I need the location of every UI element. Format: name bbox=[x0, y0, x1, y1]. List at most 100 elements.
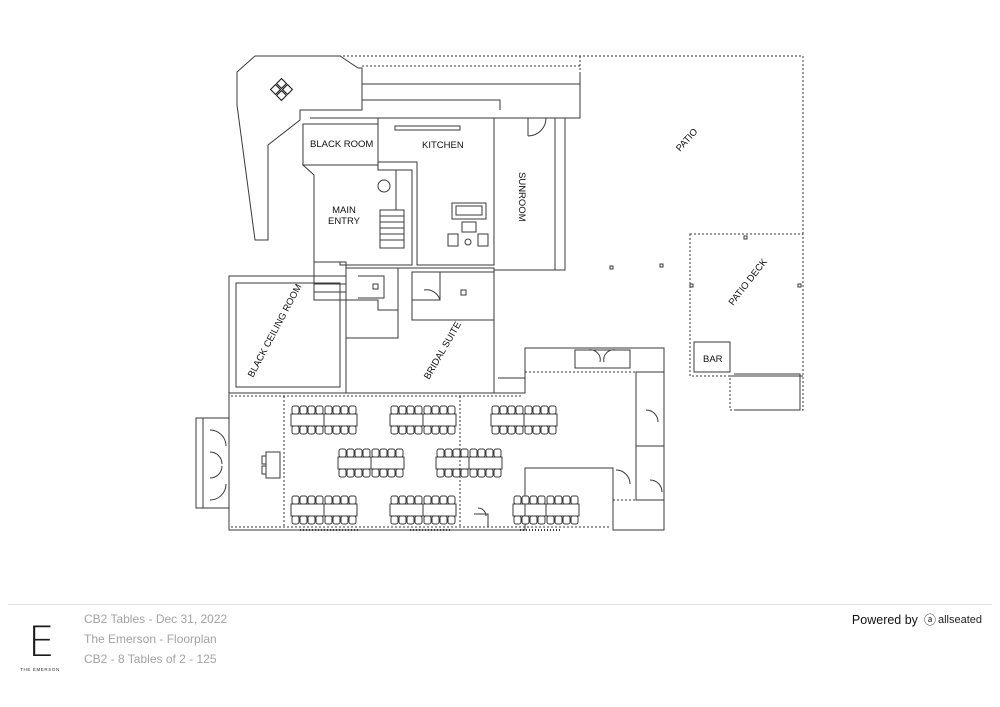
chair bbox=[307, 495, 316, 505]
chair bbox=[307, 515, 316, 525]
banquet-table[interactable] bbox=[435, 448, 470, 478]
the-emerson-logo: E THE EMERSON bbox=[16, 615, 64, 677]
chair bbox=[444, 448, 453, 458]
chair bbox=[299, 515, 308, 525]
chair bbox=[423, 425, 432, 435]
chair bbox=[348, 515, 357, 525]
chair bbox=[513, 515, 522, 525]
hall-alcove bbox=[474, 507, 489, 527]
chair bbox=[477, 468, 486, 478]
banquet-table[interactable] bbox=[512, 495, 547, 525]
chair bbox=[406, 405, 415, 415]
chair bbox=[379, 468, 388, 478]
sunroom-door bbox=[527, 117, 547, 137]
banquet-table[interactable] bbox=[422, 495, 457, 525]
bar-box bbox=[693, 341, 731, 373]
chair bbox=[291, 405, 300, 415]
banquet-table[interactable] bbox=[545, 495, 580, 525]
lounge-chair-cluster bbox=[269, 77, 294, 102]
chair bbox=[362, 468, 371, 478]
chair bbox=[395, 448, 404, 458]
banquet-table[interactable] bbox=[323, 405, 358, 435]
chair bbox=[554, 495, 563, 505]
chair bbox=[324, 425, 333, 435]
chair bbox=[307, 405, 316, 415]
main-entry-walls bbox=[301, 164, 413, 266]
chair bbox=[452, 468, 461, 478]
chair bbox=[299, 495, 308, 505]
sunroom-ext bbox=[555, 72, 581, 271]
chair bbox=[348, 495, 357, 505]
chair bbox=[485, 468, 494, 478]
banquet-table[interactable] bbox=[389, 495, 424, 525]
allseated-label: allseated bbox=[937, 613, 982, 626]
chair bbox=[414, 425, 423, 435]
banquet-table[interactable] bbox=[490, 405, 525, 435]
banquet-table[interactable] bbox=[422, 405, 457, 435]
banquet-table[interactable] bbox=[323, 495, 358, 525]
chair bbox=[332, 405, 341, 415]
sweetheart-table bbox=[261, 451, 281, 479]
chair bbox=[390, 495, 399, 505]
chair bbox=[546, 495, 555, 505]
chair bbox=[515, 405, 524, 415]
chair bbox=[562, 495, 571, 505]
label-black-room: BLACK ROOM bbox=[310, 139, 373, 150]
chair bbox=[491, 405, 500, 415]
chair bbox=[499, 425, 508, 435]
patio-deck-walls bbox=[689, 233, 804, 411]
chair bbox=[524, 405, 533, 415]
chair bbox=[423, 515, 432, 525]
banquet-table[interactable] bbox=[370, 448, 405, 478]
west-doors bbox=[209, 429, 227, 501]
bridal-restroom bbox=[411, 271, 495, 321]
chair bbox=[491, 425, 500, 435]
banquet-table[interactable] bbox=[290, 405, 325, 435]
chair bbox=[291, 515, 300, 525]
chair bbox=[529, 515, 538, 525]
chair bbox=[324, 495, 333, 505]
allseated-brand[interactable]: ⓐ allseated bbox=[924, 611, 982, 628]
chair bbox=[548, 425, 557, 435]
allseated-logo-icon: ⓐ bbox=[923, 613, 936, 627]
banquet-table[interactable] bbox=[468, 448, 503, 478]
west-service bbox=[346, 267, 399, 311]
chair bbox=[447, 515, 456, 525]
chair bbox=[398, 425, 407, 435]
chair bbox=[371, 448, 380, 458]
chair bbox=[414, 495, 423, 505]
chair bbox=[324, 405, 333, 415]
chair bbox=[340, 425, 349, 435]
banquet-table[interactable] bbox=[389, 405, 424, 435]
entry-steps bbox=[313, 261, 347, 301]
chair bbox=[521, 495, 530, 505]
chair bbox=[439, 425, 448, 435]
chair bbox=[406, 495, 415, 505]
banquet-table[interactable] bbox=[290, 495, 325, 525]
label-patio-deck: PATIO DECK bbox=[727, 256, 771, 308]
chair bbox=[390, 515, 399, 525]
chair bbox=[362, 448, 371, 458]
layout-name: CB2 - 8 Tables of 2 - 125 bbox=[84, 652, 217, 666]
chair bbox=[447, 425, 456, 435]
chair bbox=[354, 468, 363, 478]
chair bbox=[460, 448, 469, 458]
chair bbox=[291, 425, 300, 435]
lounge-chairs bbox=[447, 221, 489, 247]
venue-name: The Emerson - Floorplan bbox=[84, 632, 217, 646]
chair bbox=[515, 425, 524, 435]
chair bbox=[315, 405, 324, 415]
label-bar: BAR bbox=[703, 354, 723, 365]
hall-north-arch bbox=[574, 349, 631, 369]
powered-by: Powered by ⓐ allseated bbox=[852, 611, 982, 628]
banquet-table[interactable] bbox=[337, 448, 372, 478]
banquet-table[interactable] bbox=[523, 405, 558, 435]
chair bbox=[436, 448, 445, 458]
chair bbox=[570, 495, 579, 505]
chair bbox=[371, 468, 380, 478]
chair bbox=[444, 468, 453, 478]
chair bbox=[477, 448, 486, 458]
chair bbox=[431, 425, 440, 435]
chair bbox=[540, 425, 549, 435]
entry-round-table bbox=[377, 179, 391, 193]
